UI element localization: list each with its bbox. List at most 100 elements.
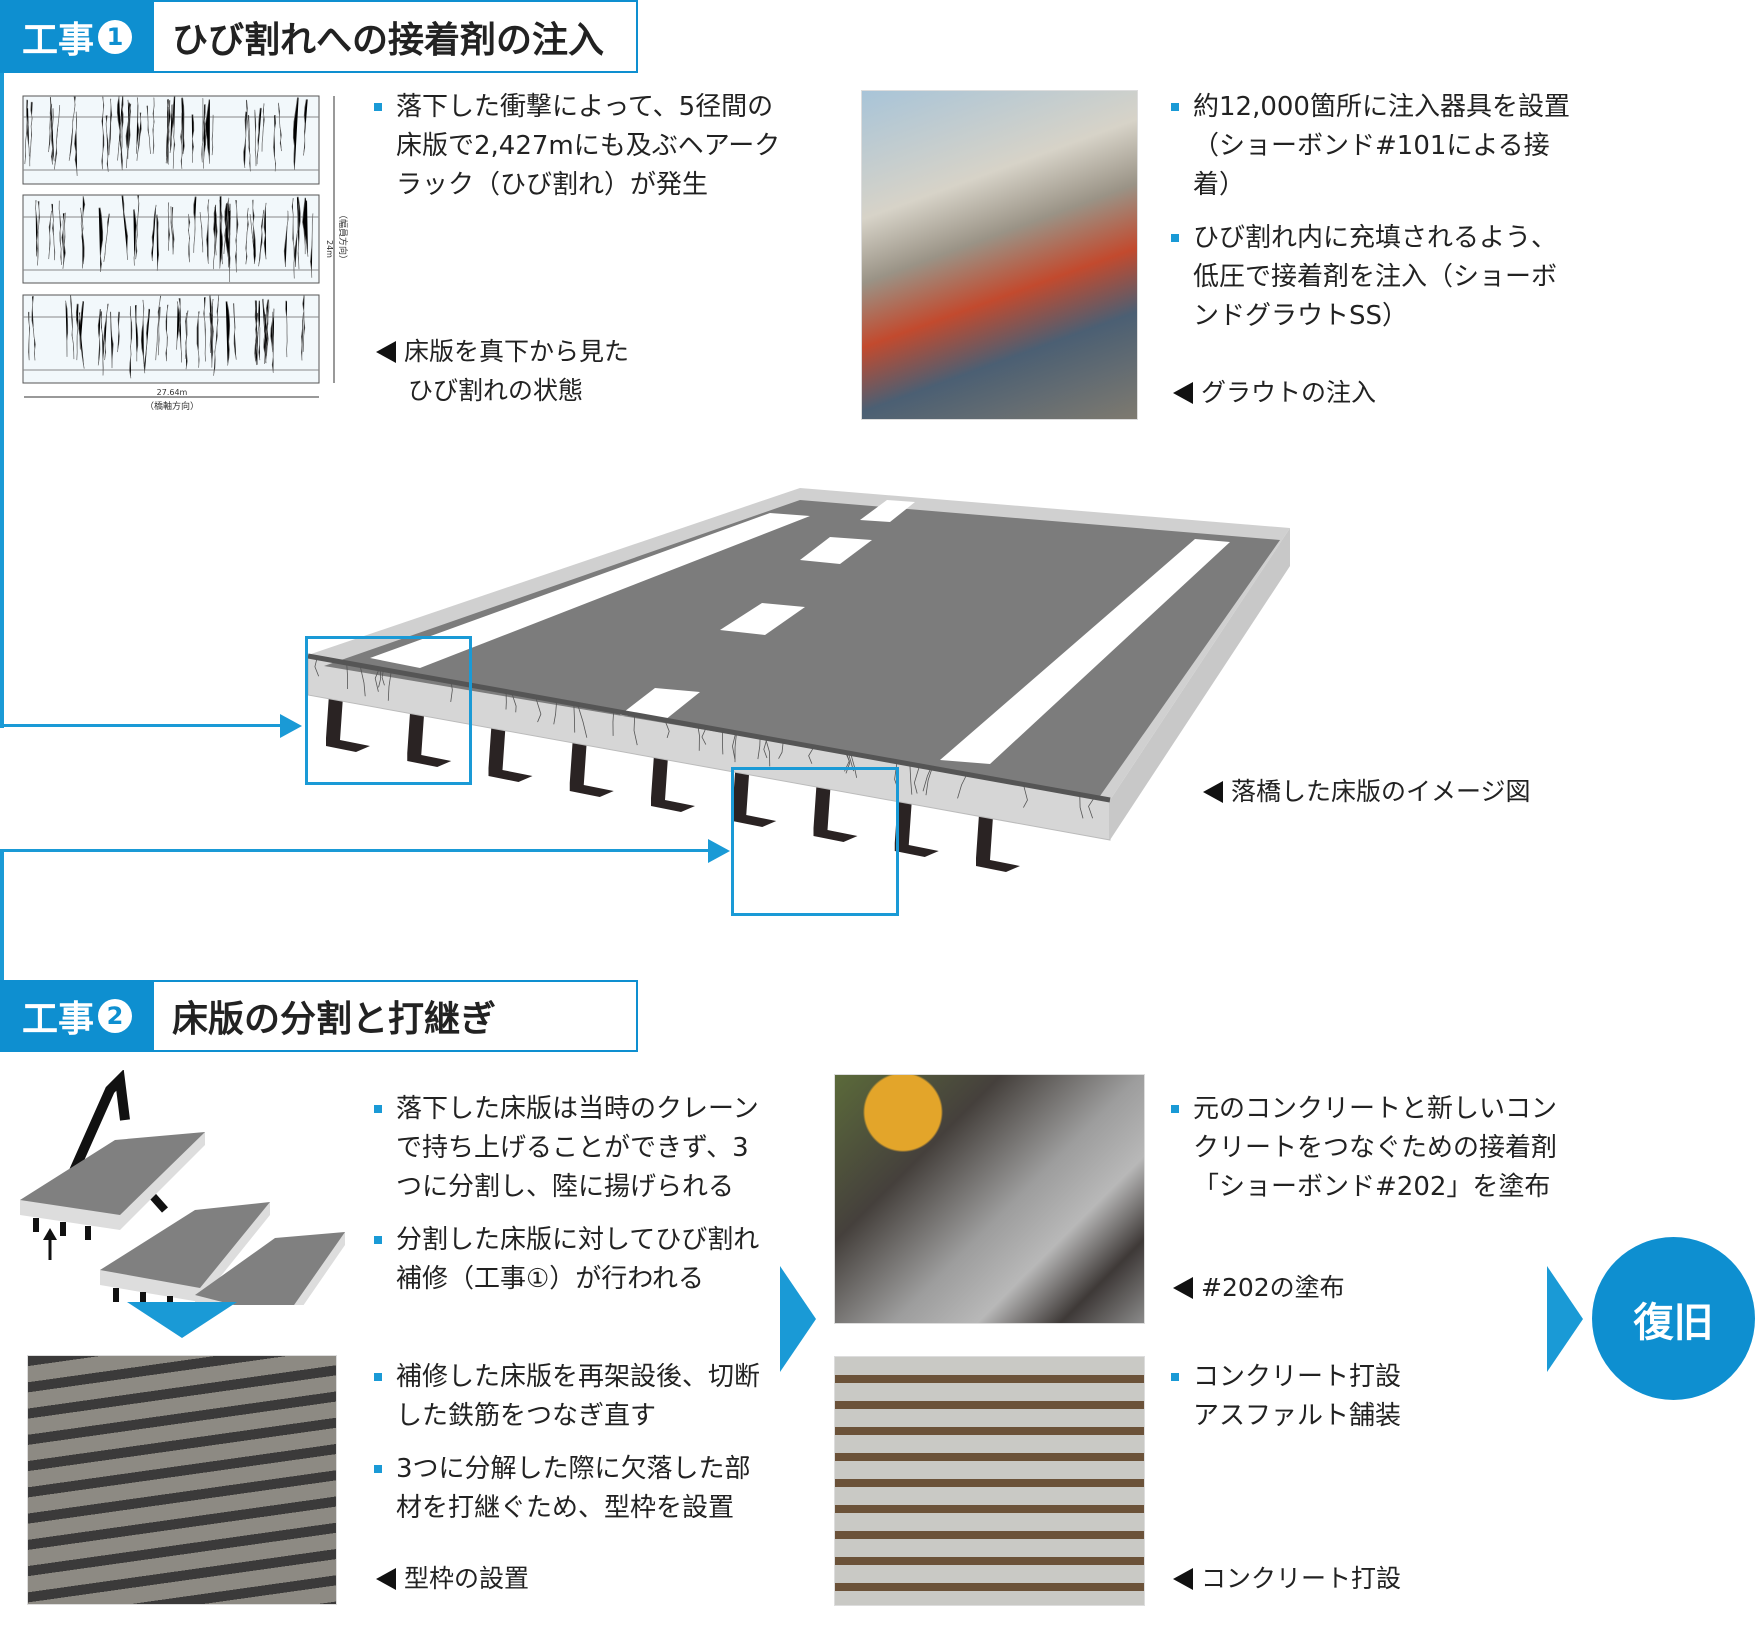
crack-line — [151, 204, 157, 262]
crack-line — [278, 102, 282, 152]
crack-line — [51, 203, 56, 261]
crack-line — [225, 301, 231, 366]
formwork-photo — [27, 1355, 337, 1605]
chevron-right-icon — [780, 1266, 816, 1372]
crack-line — [167, 202, 171, 251]
crack-line — [155, 295, 162, 361]
crack-line — [50, 108, 54, 165]
width-direction: （橋軸方向） — [145, 400, 199, 412]
crack-line — [58, 200, 63, 266]
crack-line — [48, 210, 52, 260]
crack-line — [135, 305, 139, 362]
crack-line — [181, 97, 185, 155]
concrete-placement-photo — [834, 1356, 1145, 1606]
bullet-text: 3つに分解した際に欠落した部材を打継ぐため、型枠を設置 — [374, 1450, 774, 1528]
triangle-left-icon — [1173, 1568, 1193, 1590]
section2-number: 2 — [98, 999, 132, 1033]
crack-line — [302, 295, 306, 352]
crack-line — [143, 308, 151, 374]
crack-line — [291, 198, 296, 279]
crack-line — [103, 213, 110, 262]
crack-line — [157, 306, 161, 356]
crack-line — [170, 206, 174, 255]
crack-line — [166, 100, 171, 165]
edge-crack — [925, 769, 932, 796]
crack-line — [169, 104, 174, 153]
crack-line — [65, 300, 69, 357]
crack-line — [211, 299, 214, 356]
crack-line — [254, 312, 259, 362]
bond-application-photo — [834, 1074, 1145, 1324]
triangle-left-icon — [1173, 382, 1193, 404]
crack-line — [117, 311, 120, 353]
crack-line — [185, 312, 188, 370]
section2-bullets-b: 補修した床版を再架設後、切断した鉄筋をつなぎ直す 3つに分解した際に欠落した部材… — [374, 1358, 774, 1542]
crack-line — [196, 311, 200, 368]
crack-line — [98, 207, 104, 273]
edge-crack — [511, 694, 517, 713]
crack-line — [152, 97, 155, 154]
crack-line — [136, 112, 142, 161]
section1-title: ひび割れへの接着剤の注入 — [154, 0, 638, 73]
bullet-text: 約12,000箇所に注入器具を設置（ショーボンド#101による接着） — [1171, 88, 1571, 205]
section1-tab-label: 工事 — [21, 19, 94, 61]
edge-crack — [763, 740, 768, 759]
crack-diagram: 27.64m （橋軸方向） 24m （幅員方向） — [22, 95, 367, 420]
crack-line — [28, 311, 31, 361]
crack-line — [78, 312, 85, 369]
crack-line — [254, 109, 257, 167]
crack-line — [211, 114, 214, 156]
edge-crack — [314, 659, 320, 677]
crack-line — [165, 304, 169, 362]
crack-line — [133, 209, 137, 266]
crack-line — [213, 295, 220, 376]
crack-diagram-drawing: 27.64m （橋軸方向） 24m （幅員方向） — [22, 95, 349, 412]
edge-crack — [577, 706, 588, 738]
edge-crack — [757, 738, 761, 760]
crack-line — [129, 305, 133, 379]
crack-line — [97, 309, 101, 366]
edge-crack — [913, 767, 920, 794]
detail-highlight-box — [731, 767, 899, 916]
edge-crack — [612, 712, 614, 736]
crack-line — [103, 303, 109, 361]
crack-line — [258, 209, 265, 267]
crack-line — [209, 312, 212, 353]
crack-line — [140, 299, 145, 365]
edge-crack — [1079, 796, 1084, 819]
crack-line — [271, 308, 275, 373]
crack-line — [135, 97, 140, 154]
section2-tab-label: 工事 — [21, 999, 94, 1040]
edge-crack — [450, 683, 453, 702]
arrow-down-icon — [127, 1302, 237, 1338]
crack-line — [68, 96, 76, 161]
section2-tab: 工事 2 — [0, 980, 154, 1052]
crack-line — [292, 97, 299, 170]
crack-line — [187, 213, 191, 263]
crack-line — [105, 115, 109, 172]
concrete-caption: コンクリート打設 — [1173, 1559, 1401, 1598]
crack-line — [228, 210, 231, 267]
crack-line — [80, 207, 85, 265]
bullet-text: 元のコンクリートと新しいコンクリートをつなぐための接着剤「ショーボンド#202」… — [1171, 1090, 1571, 1207]
caption-line: 床版を真下から見た — [404, 337, 630, 366]
arrow-right-icon — [280, 714, 302, 738]
grout-injection-photo — [861, 90, 1138, 420]
crack-line — [48, 103, 53, 153]
height-direction: （幅員方向） — [337, 210, 349, 264]
crack-line — [193, 196, 197, 253]
crack-line — [53, 105, 61, 170]
crack-line — [120, 105, 124, 171]
triangle-left-icon — [376, 1568, 396, 1590]
caption-text: コンクリート打設 — [1201, 1564, 1402, 1593]
section2-bullets-a: 落下した床版は当時のクレーンで持ち上げることができず、3つに分割し、陸に揚げられ… — [374, 1090, 774, 1313]
edge-crack — [697, 727, 700, 751]
crack-line — [261, 103, 265, 152]
crack-line — [108, 98, 113, 156]
crack-line — [301, 312, 304, 361]
edge-crack — [732, 734, 736, 760]
crack-line — [243, 111, 247, 168]
edge-crack — [573, 705, 576, 733]
edge-crack — [374, 670, 379, 692]
crack-line — [24, 99, 28, 165]
